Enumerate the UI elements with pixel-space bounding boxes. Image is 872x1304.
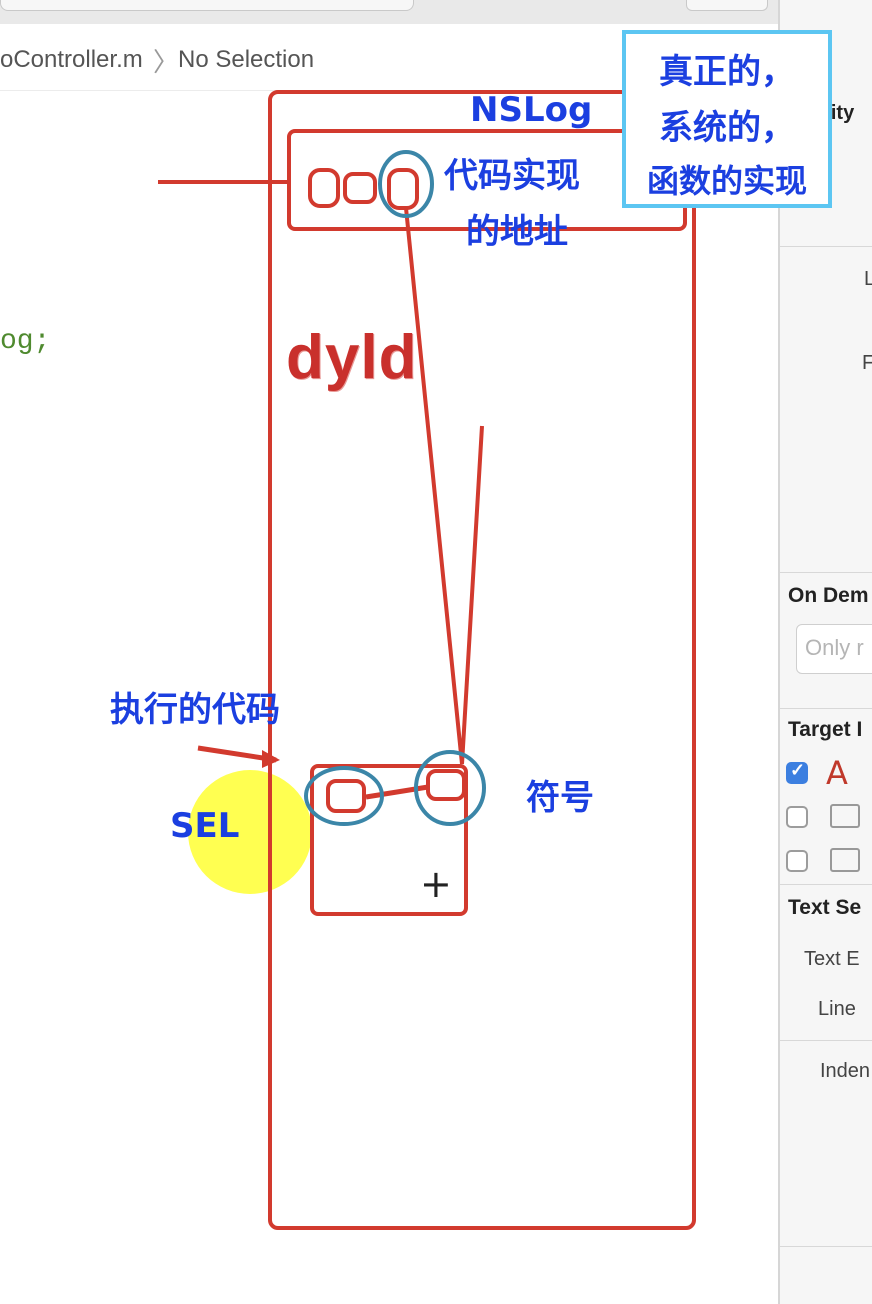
sel-label: SEL <box>170 806 240 846</box>
inspector-label-l: L <box>864 268 872 290</box>
nslog-title: NSLog <box>470 90 593 130</box>
folder-icon <box>830 804 860 828</box>
breadcrumb-file[interactable]: oController.m <box>0 46 143 73</box>
symbol-circle <box>414 750 486 826</box>
table-slot-2 <box>343 172 377 204</box>
target-membership-header: Target I <box>788 718 863 741</box>
app-target-icon: A <box>826 754 848 792</box>
nslog-code-impl-label: 代码实现 <box>444 156 580 196</box>
target-checkbox-3[interactable] <box>786 850 808 872</box>
inspector-divider <box>780 708 872 709</box>
dyld-label: dyld <box>286 323 418 392</box>
breadcrumb-selection[interactable]: No Selection <box>178 46 315 73</box>
plus-sign: + <box>420 862 452 906</box>
text-settings-header: Text Se <box>788 896 862 919</box>
inspector-label-f: F <box>862 352 872 374</box>
note-line-3: 函数的实现 <box>646 162 807 200</box>
sel-slot <box>326 779 366 813</box>
table-slot-1 <box>308 168 340 208</box>
inspector-divider <box>780 1040 872 1041</box>
note-line-2: 系统的， <box>659 108 795 148</box>
folder-icon <box>830 848 860 872</box>
code-line: og; <box>0 326 51 357</box>
inspector-divider <box>780 572 872 573</box>
inspector-divider <box>780 884 872 885</box>
target-checkbox-1[interactable] <box>786 762 808 784</box>
on-demand-tags-input[interactable]: Only r <box>796 624 872 674</box>
text-encoding-label: Text E <box>804 948 860 970</box>
system-implementation-note: 真正的， 系统的， 函数的实现 <box>622 30 832 208</box>
on-demand-header: On Dem <box>788 584 869 607</box>
toolbar-button[interactable] <box>686 0 768 11</box>
symbol-label: 符号 <box>526 778 594 818</box>
line-endings-label: Line <box>818 998 856 1020</box>
dyld-memory-box <box>268 90 696 1230</box>
mach-o-box <box>310 764 468 916</box>
note-line-1: 真正的， <box>659 52 795 92</box>
arrow-head-icon <box>262 750 280 768</box>
binding-link-line <box>404 207 484 765</box>
inspector-divider <box>780 246 872 247</box>
nslog-address-label: 的地址 <box>466 212 568 252</box>
checkmark-icon: ✓ <box>790 760 806 780</box>
toolbar-activity-field <box>0 0 414 11</box>
indent-label: Inden <box>820 1060 871 1082</box>
yellow-highlight <box>188 770 312 894</box>
chevron-right-icon: 〉 <box>153 47 180 77</box>
inspector-divider <box>780 1246 872 1247</box>
symbol-slot <box>426 769 466 801</box>
sel-circle <box>304 766 384 826</box>
nslog-slot-circle <box>378 150 434 218</box>
executed-code-label: 执行的代码 <box>110 690 280 730</box>
target-checkbox-2[interactable] <box>786 806 808 828</box>
table-slot-3 <box>387 168 419 210</box>
